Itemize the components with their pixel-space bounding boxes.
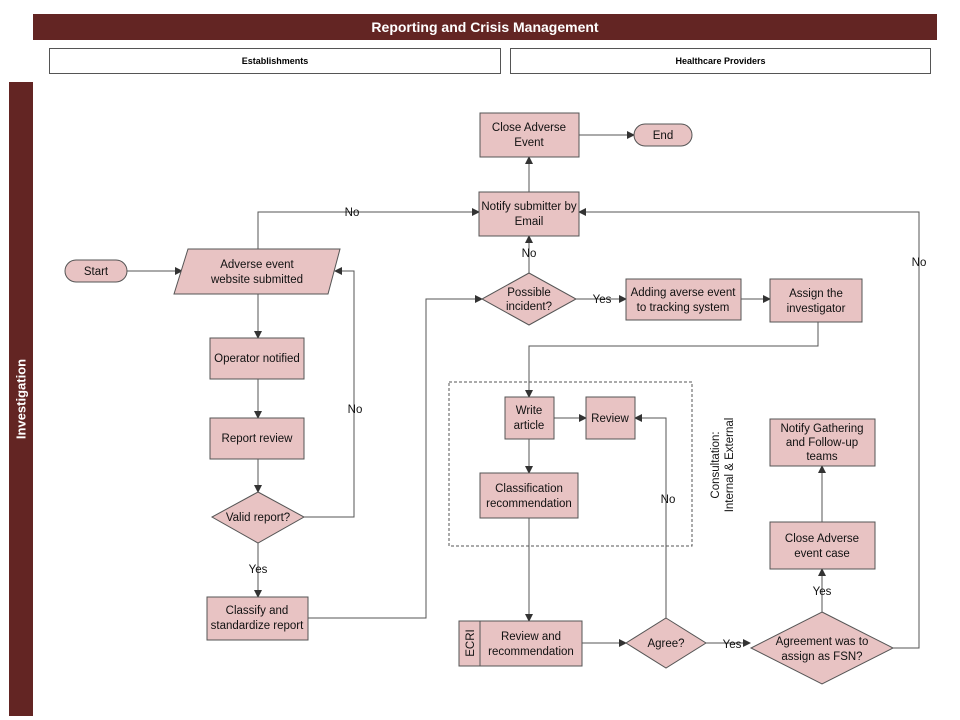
edge-label-no-valid: No [348,404,363,416]
edge-label-yes-fsn: Yes [813,586,832,598]
lane-header-healthcare-providers: Healthcare Providers [510,48,931,74]
review-node: Review [585,396,636,440]
svg-text:Adding averse event: Adding averse event [631,287,737,299]
svg-text:and Follow-up: and Follow-up [786,437,858,449]
end-node: End [633,123,693,147]
edge-agree-no [634,414,667,618]
edge-label-yes-incident: Yes [593,294,612,306]
svg-text:Close Adverse: Close Adverse [492,122,566,134]
close-adverse-event-node: Close Adverse Event [479,112,580,158]
svg-text:recommendation: recommendation [488,646,574,658]
edge-valid-no [304,267,355,518]
consultation-label: Consultation: Internal & External [710,418,736,513]
svg-text:Internal & External: Internal & External [724,418,736,513]
write-article-node: Write article [504,396,555,440]
svg-text:event case: event case [794,548,850,560]
adding-tracking-node: Adding averse event to tracking system [625,278,742,321]
consultation-group [448,381,693,547]
svg-text:assign as FSN?: assign as FSN? [781,651,862,663]
svg-text:Close Adverse: Close Adverse [785,533,859,545]
svg-text:article: article [514,420,545,432]
edge-label-yes-valid: Yes [249,564,268,576]
svg-text:Review: Review [591,413,629,425]
edge-label-no-incident: No [522,248,537,260]
valid-report-decision: Valid report? [210,491,306,544]
edge-fsn-no [578,208,920,649]
svg-text:Operator notified: Operator notified [214,353,300,365]
agreement-fsn-decision: Agreement was to assign as FSN? [749,611,895,685]
svg-text:standardize report: standardize report [211,620,304,632]
svg-text:Notify submitter by: Notify submitter by [481,201,576,213]
ecri-review-recommendation-node: ECRI Review and recommendation [458,620,583,667]
edge-submitted-no-to-notify [257,208,480,249]
notify-submitter-node: Notify submitter by Email [478,191,580,237]
start-node: Start [64,259,128,283]
possible-incident-decision: Possible incident? [480,272,578,326]
svg-text:Adverse event: Adverse event [220,259,294,271]
svg-text:Report review: Report review [222,433,294,445]
svg-text:End: End [653,130,673,142]
svg-text:Consultation:: Consultation: [710,431,722,498]
edge-label-no-fsn: No [912,257,927,269]
report-review-node: Report review [209,417,305,460]
svg-text:Email: Email [515,216,544,228]
svg-text:Event: Event [514,137,544,149]
notify-gathering-node: Notify Gathering and Follow-up teams [769,418,876,467]
svg-text:incident?: incident? [506,301,552,313]
svg-text:Agreement was to: Agreement was to [776,636,869,648]
svg-text:Possible: Possible [507,287,550,299]
agree-decision: Agree? [625,617,707,669]
website-submitted-node: Adverse event website submitted [173,248,341,295]
svg-text:Valid report?: Valid report? [226,512,290,524]
close-case-node: Close Adverse event case [769,521,876,570]
svg-text:teams: teams [806,451,838,463]
edge-label-no-top: No [345,207,360,219]
svg-text:investigator: investigator [787,303,846,315]
svg-text:recommendation: recommendation [486,498,572,510]
svg-text:Write: Write [516,405,543,417]
assign-investigator-node: Assign the investigator [769,278,863,323]
classification-recommendation-node: Classification recommendation [479,472,579,519]
page-title: Reporting and Crisis Management [33,14,937,40]
svg-text:to tracking system: to tracking system [637,302,730,314]
edge-label-no-agree: No [661,494,676,506]
operator-notified-node: Operator notified [209,337,305,380]
lane-header-establishments: Establishments [49,48,501,74]
investigation-sidebar: Investigation [9,82,33,716]
svg-text:Assign the: Assign the [789,288,843,300]
edge-label-yes-agree: Yes [723,639,742,651]
svg-text:Agree?: Agree? [647,638,684,650]
svg-text:Notify Gathering: Notify Gathering [780,423,863,435]
svg-text:Classify and: Classify and [226,605,289,617]
svg-text:Classification: Classification [495,483,563,495]
classify-report-node: Classify and standardize report [206,596,309,641]
edge-assign-to-write [525,322,819,398]
ecri-label: ECRI [465,629,477,656]
edge-classify-to-incident [308,295,483,619]
svg-text:Review and: Review and [501,631,561,643]
svg-text:website submitted: website submitted [210,274,303,286]
svg-text:Start: Start [84,266,109,278]
